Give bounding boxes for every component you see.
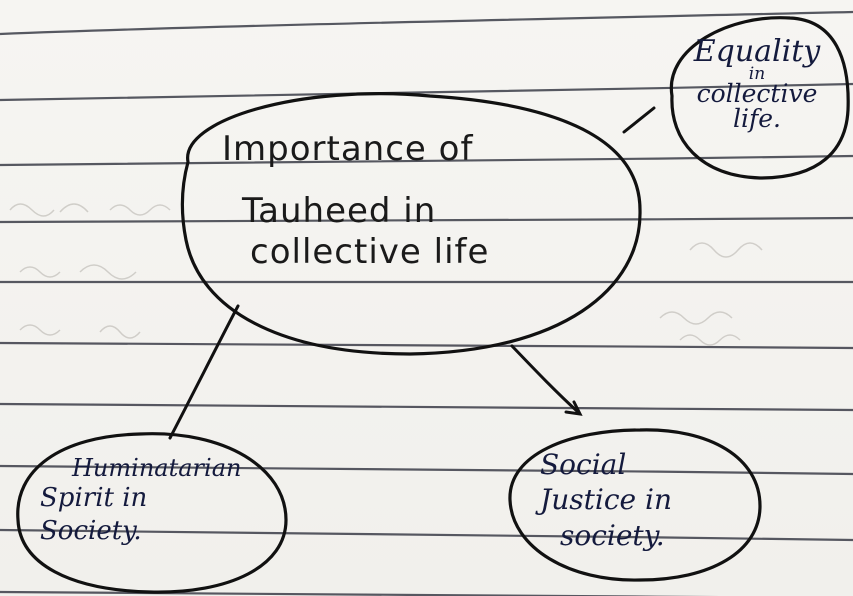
center-node-text: Importance of Tauheed in collective life bbox=[222, 129, 490, 273]
top-right-line-4: life. bbox=[733, 103, 781, 133]
bottom-right-line-2: Justice in bbox=[540, 483, 672, 517]
bottom-left-node-oval bbox=[16, 432, 288, 594]
top-right-node-text: Equality in collective life. bbox=[682, 36, 832, 132]
connector-center-to-bottom-right bbox=[510, 344, 580, 414]
bottom-left-line-2: Spirit in bbox=[40, 483, 148, 514]
center-line-3: collective life bbox=[250, 232, 490, 273]
top-right-line-2: in bbox=[748, 63, 766, 84]
ruled-lines bbox=[0, 10, 853, 596]
bottom-left-line-1: Huminatarian bbox=[72, 454, 242, 482]
connector-center-to-top-right bbox=[622, 106, 656, 134]
top-right-node-oval bbox=[669, 16, 850, 180]
bottom-right-node-text: Social Justice in society. bbox=[540, 448, 672, 552]
bottom-right-node-oval bbox=[508, 428, 762, 582]
bottom-left-line-3: Society. bbox=[40, 516, 142, 547]
bottom-right-line-3: society. bbox=[560, 518, 665, 552]
bottom-left-node-text: Huminatarian Spirit in Society. bbox=[40, 454, 242, 547]
bleed-through-marks bbox=[9, 203, 763, 346]
center-line-1: Importance of bbox=[222, 129, 474, 169]
center-line-2: Tauheed in bbox=[242, 190, 437, 231]
connectors bbox=[168, 106, 656, 440]
top-right-line-1: Equality bbox=[693, 34, 821, 69]
arrow-tip-bottom-right bbox=[564, 400, 583, 416]
center-node-oval bbox=[180, 92, 642, 356]
bottom-right-line-1: Social bbox=[540, 448, 627, 481]
top-right-line-3: collective bbox=[696, 79, 818, 109]
connector-center-to-bottom-left bbox=[168, 304, 240, 440]
